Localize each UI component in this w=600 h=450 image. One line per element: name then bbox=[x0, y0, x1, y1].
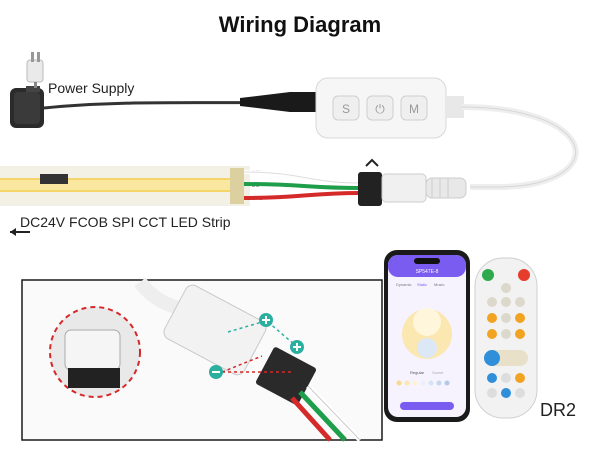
phone-mode-regular[interactable]: Regular bbox=[410, 370, 425, 375]
dc-jack bbox=[240, 92, 320, 112]
led-strip: DIN DO GND bbox=[0, 166, 264, 206]
remote-function-buttons[interactable] bbox=[487, 283, 525, 339]
male-connector bbox=[358, 158, 382, 206]
female-connector bbox=[381, 173, 467, 203]
remote-bottom-buttons[interactable] bbox=[487, 373, 525, 398]
phone-app-title: SP547E-8 bbox=[416, 269, 439, 275]
phone-color-presets[interactable] bbox=[396, 380, 450, 386]
phone-tab-dynamic[interactable]: Dynamic bbox=[396, 282, 412, 287]
phone-action-button[interactable] bbox=[400, 402, 454, 410]
wire-green bbox=[243, 182, 361, 190]
controller-button-m-label: M bbox=[409, 102, 419, 116]
led-strip-label: DC24V FCOB SPI CCT LED Strip bbox=[20, 214, 231, 230]
power-icon: ⏻ bbox=[375, 102, 385, 116]
dc-cable bbox=[43, 100, 271, 110]
remote-control bbox=[474, 257, 538, 419]
remote-model-label: DR2 bbox=[540, 400, 577, 420]
led-ic-chip bbox=[40, 174, 68, 184]
remote-off-button[interactable] bbox=[518, 269, 530, 281]
wire-red bbox=[243, 191, 361, 200]
phone-mode-scene[interactable]: Scene bbox=[432, 370, 444, 375]
controller-box: S ⏻ M bbox=[315, 77, 464, 139]
remote-on-button[interactable] bbox=[482, 269, 494, 281]
minus-icon bbox=[209, 365, 223, 379]
controller-button-m[interactable] bbox=[400, 95, 428, 121]
plus-icon bbox=[259, 313, 273, 327]
power-supply-label: Power Supply bbox=[48, 80, 135, 96]
smartphone: SP547E-8 Dynamic Static Music Regular Sc… bbox=[384, 250, 470, 422]
controller-button-s-label: S bbox=[342, 102, 350, 116]
phone-tab-static[interactable]: Static bbox=[417, 282, 427, 287]
power-plug-icon bbox=[26, 52, 44, 88]
phone-tab-music[interactable]: Music bbox=[434, 282, 444, 287]
plus-icon bbox=[290, 340, 304, 354]
controller-button-power[interactable] bbox=[366, 95, 394, 121]
connector-detail bbox=[134, 277, 362, 442]
page-title: Wiring Diagram bbox=[218, 12, 382, 37]
power-adapter-icon bbox=[10, 86, 44, 128]
controller-button-s[interactable] bbox=[332, 95, 360, 121]
